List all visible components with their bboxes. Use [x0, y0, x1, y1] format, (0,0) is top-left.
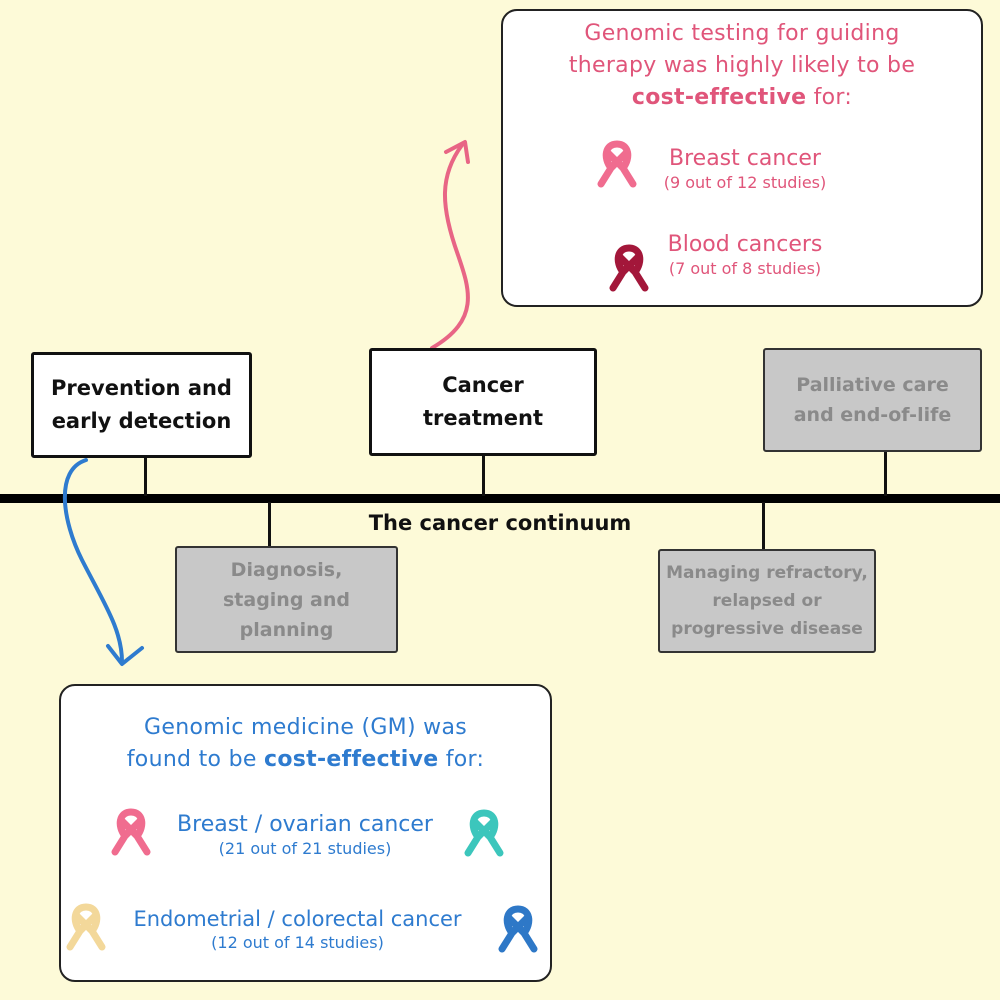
prevention-headline-pre: found to be — [126, 747, 264, 772]
item-sub: (21 out of 21 studies) — [218, 839, 392, 858]
blue-arrow — [62, 458, 124, 664]
yellow-ribbon-icon — [70, 907, 102, 947]
item-sub: (9 out of 12 studies) — [663, 173, 827, 192]
prevention-item-breast-ovarian: Breast / ovarian cancer (21 out of 21 st… — [120, 812, 490, 860]
connector-prevention — [144, 456, 147, 496]
treatment-headline-2: therapy was highly likely to be — [568, 53, 916, 78]
prevention-headline-end: for: — [438, 747, 485, 772]
stage-diagnosis: Diagnosis, staging and planning — [175, 546, 398, 653]
burgundy-ribbon-icon — [613, 248, 645, 288]
item-title: Breast cancer — [669, 146, 821, 171]
prevention-item-endometrial-colorectal: Endometrial / colorectal cancer (12 out … — [100, 906, 495, 954]
pink-arrow — [430, 143, 470, 350]
connector-palliative — [884, 450, 887, 496]
pink-arrowhead — [444, 140, 470, 164]
connector-diagnosis — [268, 502, 271, 548]
prevention-headline-bold: cost-effective — [264, 747, 439, 772]
teal-ribbon-icon — [468, 813, 500, 853]
prevention-headline-2: found to be cost-effective for: — [61, 744, 550, 776]
treatment-item-blood: Blood cancers (7 out of 8 studies) — [620, 232, 870, 280]
item-sub: (12 out of 14 studies) — [211, 933, 384, 952]
treatment-item-breast: Breast cancer (9 out of 12 studies) — [620, 146, 870, 194]
treatment-headline-bold: cost-effective — [631, 85, 807, 110]
blue-arrowhead — [106, 644, 144, 666]
connector-treatment — [482, 455, 485, 496]
treatment-headline-1: Genomic testing for guiding — [584, 21, 900, 46]
stage-refractory: Managing refractory, relapsed or progres… — [658, 549, 876, 653]
treatment-headline-3: cost-effective for: — [503, 82, 981, 114]
item-sub: (7 out of 8 studies) — [668, 259, 822, 278]
continuum-label: The cancer continuum — [368, 511, 632, 535]
stage-prevention: Prevention and early detection — [31, 352, 252, 458]
connector-refractory — [762, 502, 765, 550]
item-title: Breast / ovarian cancer — [177, 812, 433, 837]
blue-ribbon-icon — [502, 909, 534, 949]
treatment-info-box: Genomic testing for guiding therapy was … — [501, 9, 983, 307]
continuum-line — [0, 494, 1000, 503]
prevention-headline-1: Genomic medicine (GM) was — [144, 715, 467, 740]
pink-ribbon-icon — [115, 812, 147, 852]
treatment-headline-end: for: — [806, 85, 853, 110]
stage-palliative: Palliative care and end-of-life — [763, 348, 982, 452]
pink-ribbon-icon — [601, 144, 633, 184]
item-title: Endometrial / colorectal cancer — [133, 907, 462, 931]
item-title: Blood cancers — [667, 232, 823, 257]
stage-treatment: Cancer treatment — [369, 348, 597, 456]
